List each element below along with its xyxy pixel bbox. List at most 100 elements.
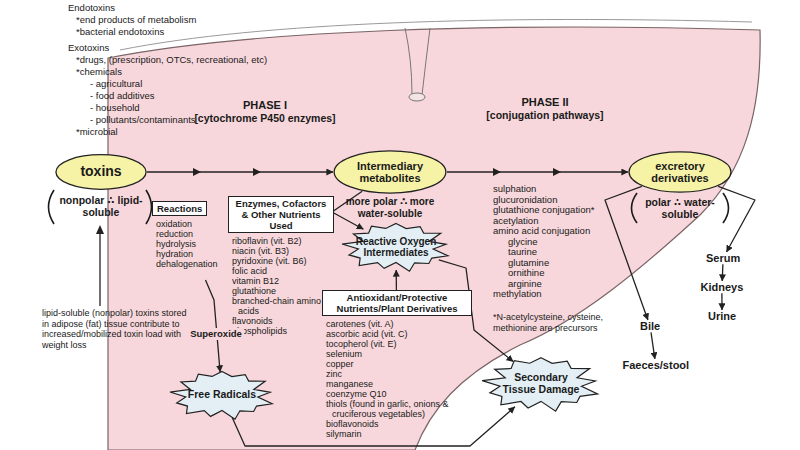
list-item: glutathione: [228, 286, 334, 296]
box-heading: Enzymes, Cofactors & Other Nutrients Use…: [228, 196, 334, 233]
flow-connector: [722, 264, 724, 281]
connector-label: Superoxide: [188, 328, 244, 340]
ellipse-outline: [334, 151, 446, 193]
ligament-line: [405, 28, 412, 95]
bracket: [146, 190, 152, 224]
list-item: manganese: [322, 379, 472, 389]
flow-connector: [447, 171, 628, 172]
excretion-step: Kidneys: [701, 281, 744, 293]
bracket: [49, 190, 55, 224]
toxin-source-text: - household: [90, 102, 140, 113]
ellipse-outline: [56, 155, 146, 190]
conjugation-item: acetylation: [493, 215, 538, 226]
conjugation-item: glucuronidation: [493, 194, 557, 205]
conjugation-item: methylation: [493, 288, 542, 299]
node-label: Kidneys: [701, 281, 744, 293]
list-item: folic acid: [228, 266, 334, 276]
nutrient-box: Enzymes, Cofactors & Other Nutrients Use…: [228, 196, 334, 324]
toxin-source-text: Exotoxins: [68, 42, 109, 53]
ellipse-outline: [629, 152, 731, 192]
node-label: toxins: [80, 164, 121, 180]
node-label: Intermediary metabolites: [341, 160, 439, 185]
node-label: Reactive Oxygen Intermediates: [354, 236, 438, 258]
node-content: Intermediary metabolites: [333, 150, 447, 194]
list-item: ascorbic acid (vit. C): [322, 329, 472, 339]
toxin-source-text: - food additives: [90, 90, 154, 101]
phase-heading: PHASE I: [195, 99, 335, 112]
flow-connector: [651, 332, 655, 359]
list-item: silymarin: [322, 429, 472, 439]
list-item: hydration: [152, 249, 224, 259]
node-content: excretory derivatives: [628, 151, 732, 193]
node-label: Secondary Tissue Damage: [500, 372, 582, 396]
list-item: copper: [322, 359, 472, 369]
flow-connector: [396, 270, 397, 290]
toxin-source-text: Endotoxins: [68, 2, 115, 13]
node-label: Faeces/stool: [623, 359, 690, 371]
phase-heading: [conjugation pathways]: [465, 109, 625, 121]
toxin-source-text: *microbial: [76, 126, 118, 137]
list-item: selenium: [322, 349, 472, 359]
footnote: *N-acetylcysteine, cysteine, methionine …: [493, 312, 628, 333]
reactions-box: Reactionsoxidationreductionhydrolysishyd…: [152, 198, 224, 280]
bracket: [632, 193, 638, 223]
oxygen-burst: Reactive Oxygen Intermediates: [340, 222, 452, 272]
list-item: tocopherol (vit. E): [322, 339, 472, 349]
phase-heading: [cytochrome P450 enzymes]: [185, 112, 345, 124]
list-item: zinc: [322, 369, 472, 379]
list-item: reduction: [152, 229, 224, 239]
excretion-step: Bile: [640, 320, 660, 332]
conjugation-item: arginine: [508, 278, 542, 289]
list-item: riboflavin (vit. B2): [228, 236, 334, 246]
conjugation-item: glutathione conjugation*: [493, 204, 594, 215]
box-heading: Reactions: [152, 201, 207, 216]
radical-burst: Free Radicals: [168, 370, 276, 420]
adipose-note: lipid-soluble (nonpolar) toxins stored i…: [42, 308, 187, 350]
toxin-source-text: - agricultural: [90, 78, 142, 89]
liver-edge: [120, 19, 752, 50]
list-item: bioflavonoids: [322, 419, 472, 429]
conjugation-item: glycine: [508, 236, 538, 247]
node-content: Reactive Oxygen Intermediates: [340, 222, 452, 272]
conjugation-item: glutamine: [508, 257, 549, 268]
toxin-ellipse: toxins: [55, 154, 147, 190]
conjugation-item: ornithine: [508, 267, 544, 278]
list-item: dehalogenation: [152, 259, 224, 269]
node-label: Bile: [640, 320, 660, 332]
toxin-source-text: - pollutants/contaminants: [90, 114, 196, 125]
list-item: branched-chain amino acids: [228, 296, 334, 316]
polarity-note: more polar ∴ more water-soluble: [336, 196, 444, 220]
list-item: vitamin B12: [228, 276, 334, 286]
excretion-step: Faeces/stool: [623, 359, 690, 371]
list-item: thiols (found in garlic, onions & crucif…: [322, 399, 472, 419]
list-item: flavonoids: [228, 316, 334, 326]
flow-connector: [206, 280, 221, 372]
node-content: Free Radicals: [168, 370, 276, 420]
list-item: oxidation: [152, 219, 224, 229]
flow-connector: [721, 293, 722, 310]
list-item: niacin (vit. B3): [228, 246, 334, 256]
liver-shape: [108, 27, 760, 450]
polarity-note: nonpolar ∴ lipid-soluble: [55, 194, 147, 219]
metabolite-ellipse: Intermediary metabolites: [333, 150, 447, 194]
ligament-base: [409, 93, 425, 101]
bracket: [723, 193, 729, 223]
burst-outline: [342, 224, 448, 272]
list-item: coenzyme Q10: [322, 389, 472, 399]
excretion-ellipse: excretory derivatives: [628, 151, 732, 193]
leader-line: [99, 232, 100, 306]
ligament-line: [422, 28, 430, 95]
conjugation-item: amino acid conjugation: [493, 225, 590, 236]
toxin-source-text: *bacterial endotoxins: [76, 26, 164, 37]
box-heading: Antioxidant/Protective Nutrients/Plant D…: [322, 290, 472, 316]
burst-outline: [170, 372, 272, 420]
flow-connector: [147, 171, 333, 172]
node-label: Free Radicals: [188, 389, 256, 401]
phase-heading: PHASE II: [465, 96, 625, 109]
node-label: Serum: [706, 252, 740, 264]
toxin-source-text: *drugs, (prescription, OTCs, recreationa…: [76, 54, 267, 65]
excretion-step: Serum: [706, 252, 740, 264]
excretion-step: Urine: [708, 310, 736, 322]
list-item: carotenes (vit. A): [322, 319, 472, 329]
